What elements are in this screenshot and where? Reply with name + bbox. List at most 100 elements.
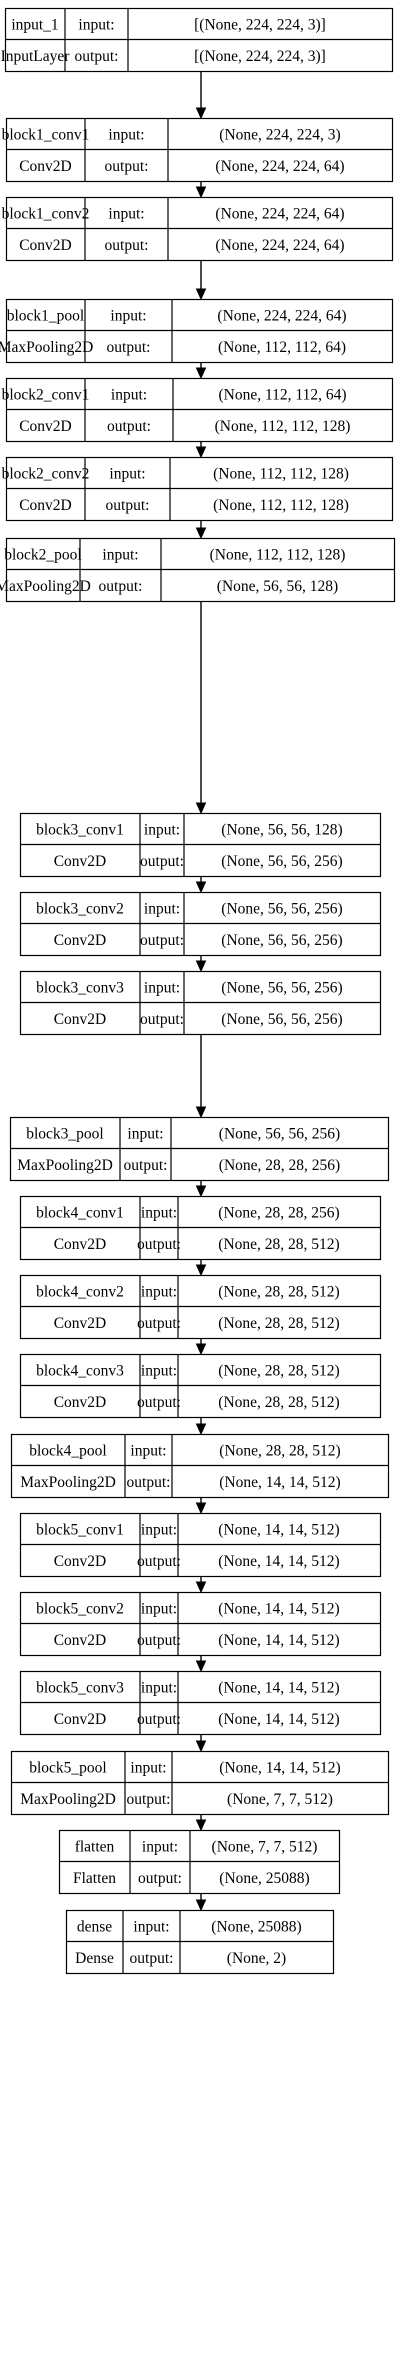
layer-type: Conv2D — [19, 237, 72, 254]
input-shape: (None, 14, 14, 512) — [218, 1679, 339, 1696]
output-label: output: — [138, 1870, 182, 1887]
input-label: input: — [141, 1521, 177, 1538]
input-label: input: — [127, 1125, 163, 1142]
output-shape: (None, 28, 28, 256) — [219, 1157, 340, 1174]
input-label: input: — [110, 307, 146, 324]
layer-type: Conv2D — [54, 1236, 107, 1253]
output-shape: [(None, 224, 224, 3)] — [194, 48, 326, 65]
layer-type: MaxPooling2D — [20, 1474, 116, 1491]
layer-node: block2_poolMaxPooling2Dinput:output:(Non… — [0, 537, 396, 603]
output-shape: (None, 112, 112, 128) — [213, 497, 349, 514]
input-shape: (None, 56, 56, 256) — [221, 900, 342, 917]
arrow-head — [195, 1106, 207, 1119]
arrow-head — [195, 1740, 207, 1753]
layer-name: flatten — [75, 1838, 115, 1855]
layer-name: block2_conv2 — [2, 465, 90, 482]
output-shape: (None, 25088) — [219, 1870, 309, 1887]
output-shape: (None, 2) — [227, 1950, 286, 1967]
input-label: input: — [130, 1442, 166, 1459]
output-label: output: — [137, 1553, 181, 1570]
output-shape: (None, 224, 224, 64) — [215, 237, 344, 254]
layer-type: Conv2D — [54, 1632, 107, 1649]
input-shape: (None, 56, 56, 128) — [221, 821, 342, 838]
layer-name: block4_conv3 — [36, 1362, 124, 1379]
input-shape: (None, 14, 14, 512) — [219, 1759, 340, 1776]
layer-name: block1_conv2 — [2, 205, 90, 222]
input-shape: (None, 14, 14, 512) — [218, 1521, 339, 1538]
arrow-head — [195, 107, 207, 120]
input-label: input: — [108, 126, 144, 143]
layer-name: block1_conv1 — [2, 126, 90, 143]
output-label: output: — [127, 1474, 171, 1491]
layer-type: Conv2D — [54, 1315, 107, 1332]
output-shape: (None, 56, 56, 128) — [217, 578, 338, 595]
layer-type: InputLayer — [1, 48, 71, 65]
output-label: output: — [130, 1950, 174, 1967]
output-shape: (None, 7, 7, 512) — [227, 1791, 333, 1808]
layer-type: Flatten — [73, 1870, 116, 1887]
input-shape: (None, 224, 224, 64) — [215, 205, 344, 222]
input-shape: (None, 28, 28, 512) — [218, 1362, 339, 1379]
layer-type: Conv2D — [54, 1394, 107, 1411]
input-shape: (None, 112, 112, 64) — [219, 386, 347, 403]
layer-type: Conv2D — [54, 1711, 107, 1728]
output-label: output: — [75, 48, 119, 65]
layer-name: block5_pool — [29, 1759, 107, 1776]
input-shape: (None, 28, 28, 512) — [219, 1442, 340, 1459]
output-shape: (None, 28, 28, 512) — [218, 1394, 339, 1411]
output-label: output: — [124, 1157, 168, 1174]
arrow-head — [195, 1581, 207, 1594]
input-shape: (None, 224, 224, 64) — [217, 307, 346, 324]
layer-type: MaxPooling2D — [0, 578, 91, 595]
input-label: input: — [144, 821, 180, 838]
output-label: output: — [105, 237, 149, 254]
layer-node: block4_poolMaxPooling2Dinput:output:(Non… — [10, 1433, 390, 1499]
layer-type: Conv2D — [19, 418, 72, 435]
layer-name: block1_pool — [7, 307, 85, 324]
layer-name: block2_conv1 — [2, 386, 90, 403]
layer-type: MaxPooling2D — [0, 339, 93, 356]
layer-type: Dense — [75, 1950, 114, 1967]
input-shape: [(None, 224, 224, 3)] — [194, 16, 326, 33]
layer-name: block5_conv2 — [36, 1600, 124, 1617]
layer-node: block1_poolMaxPooling2Dinput:output:(Non… — [0, 298, 394, 364]
layer-name: block5_conv1 — [36, 1521, 124, 1538]
layer-node: block3_poolMaxPooling2Dinput:output:(Non… — [9, 1116, 390, 1182]
output-shape: (None, 56, 56, 256) — [221, 932, 342, 949]
input-label: input: — [141, 1362, 177, 1379]
input-shape: (None, 14, 14, 512) — [218, 1600, 339, 1617]
layer-name: block2_pool — [4, 546, 82, 563]
output-shape: (None, 14, 14, 512) — [218, 1553, 339, 1570]
layer-name: block4_conv2 — [36, 1283, 124, 1300]
input-shape: (None, 112, 112, 128) — [210, 546, 346, 563]
arrow-head — [195, 802, 207, 815]
layer-name: block5_conv3 — [36, 1679, 124, 1696]
layer-name: dense — [77, 1918, 112, 1935]
layer-type: Conv2D — [54, 853, 107, 870]
layer-type: Conv2D — [54, 1553, 107, 1570]
input-label: input: — [130, 1759, 166, 1776]
input-shape: (None, 25088) — [211, 1918, 301, 1935]
arrow-head — [195, 1660, 207, 1673]
layer-type: Conv2D — [19, 497, 72, 514]
output-label: output: — [99, 578, 143, 595]
output-label: output: — [106, 497, 150, 514]
layer-name: input_1 — [11, 16, 58, 33]
output-label: output: — [137, 1236, 181, 1253]
layer-type: MaxPooling2D — [17, 1157, 113, 1174]
input-shape: (None, 56, 56, 256) — [219, 1125, 340, 1142]
arrow-head — [195, 1502, 207, 1515]
output-label: output: — [140, 1011, 184, 1028]
output-shape: (None, 224, 224, 64) — [215, 158, 344, 175]
input-label: input: — [144, 900, 180, 917]
input-label: input: — [141, 1204, 177, 1221]
